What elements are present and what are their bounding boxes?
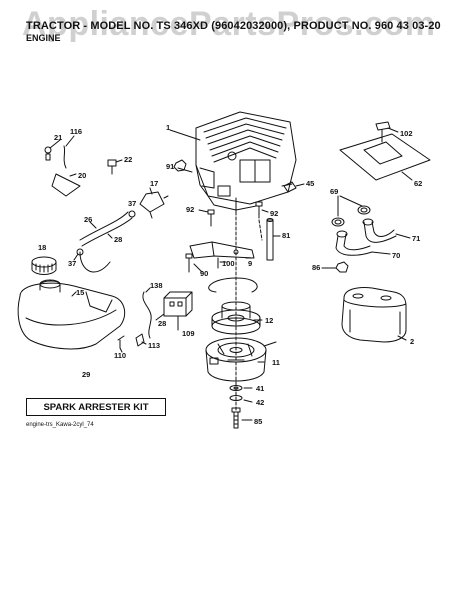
part-62-heat-shield[interactable]: [339, 133, 431, 181]
callout-15: 15: [76, 288, 84, 297]
callout-69: 69: [330, 187, 338, 196]
part-70-exhaust-pipe[interactable]: [335, 230, 373, 256]
part-17[interactable]: [139, 191, 169, 219]
part-26-fuel-line[interactable]: [79, 211, 133, 247]
part-113[interactable]: [135, 333, 145, 347]
part-86[interactable]: [335, 261, 349, 273]
part-85[interactable]: [231, 407, 241, 429]
part-21[interactable]: [44, 146, 52, 161]
callout-28-line: 28: [114, 235, 122, 244]
callout-21: 21: [54, 133, 62, 142]
part-41[interactable]: [229, 385, 243, 391]
callout-62: 62: [414, 179, 422, 188]
part-109-relay[interactable]: [163, 291, 193, 317]
callout-86: 86: [312, 263, 320, 272]
part-92-left[interactable]: [207, 209, 215, 227]
callout-85: 85: [254, 417, 262, 426]
callout-100: 100: [222, 259, 235, 268]
callout-138: 138: [150, 281, 163, 290]
callout-116: 116: [70, 127, 82, 136]
callout-41: 41: [256, 384, 264, 393]
callout-71: 71: [412, 234, 420, 243]
callout-37-lower: 37: [68, 259, 76, 268]
part-15-fuel-tank[interactable]: [17, 279, 126, 350]
part-11-clutch[interactable]: [205, 337, 277, 382]
part-91[interactable]: [173, 159, 187, 172]
engine-part[interactable]: [195, 111, 297, 213]
spark-arrester-kit-number: 29: [82, 370, 91, 379]
callout-92-left: 92: [186, 205, 194, 214]
diagram-footnote: engine-trs_Kawa-2cyl_74: [26, 422, 94, 428]
part-138-wire[interactable]: [142, 291, 152, 339]
callout-90: 90: [200, 269, 208, 278]
callout-70: 70: [392, 251, 400, 260]
part-22[interactable]: [107, 159, 117, 175]
callout-113: 113: [148, 341, 160, 350]
callout-109: 109: [182, 329, 195, 338]
callout-42: 42: [256, 398, 264, 407]
callout-1: 1: [166, 123, 170, 132]
spark-arrester-kit-box[interactable]: SPARK ARRESTER KIT: [26, 398, 166, 416]
callout-45: 45: [306, 179, 314, 188]
callout-102: 102: [400, 129, 413, 138]
part-71-exhaust-pipe[interactable]: [362, 218, 397, 243]
callout-2: 2: [410, 337, 414, 346]
part-18-fuel-cap[interactable]: [31, 256, 57, 275]
callout-91: 91: [166, 162, 174, 171]
part-37-clamp[interactable]: [128, 210, 136, 218]
callout-20: 20: [78, 171, 86, 180]
spark-arrester-kit-label: SPARK ARRESTER KIT: [43, 401, 149, 413]
part-2-muffler[interactable]: [341, 287, 407, 343]
callout-26: 26: [84, 215, 92, 224]
callout-9: 9: [248, 259, 252, 268]
callout-18: 18: [38, 243, 46, 252]
part-28-fuel-line[interactable]: [79, 251, 111, 273]
part-9-bracket[interactable]: [189, 241, 255, 259]
part-12-pulley[interactable]: [211, 301, 261, 335]
callout-37-upper: 37: [128, 199, 136, 208]
callout-110: 110: [114, 351, 126, 360]
part-90[interactable]: [185, 253, 193, 273]
callout-92-right: 92: [270, 209, 278, 218]
callout-81: 81: [282, 231, 290, 240]
callout-17: 17: [150, 179, 158, 188]
part-92-right[interactable]: [255, 201, 263, 219]
part-81[interactable]: [266, 218, 274, 261]
part-69-gasket[interactable]: [331, 205, 371, 227]
callout-12: 12: [265, 316, 273, 325]
part-110[interactable]: [117, 335, 125, 349]
diagram-subtitle: ENGINE: [26, 33, 61, 43]
diagram-title: TRACTOR - MODEL NO. TS 346XD (9604203200…: [26, 20, 441, 32]
part-45[interactable]: [283, 181, 305, 193]
callout-28: 28: [158, 319, 166, 328]
callout-11: 11: [272, 358, 280, 367]
part-42[interactable]: [229, 395, 243, 401]
part-102[interactable]: [375, 121, 391, 143]
part-116[interactable]: [51, 145, 81, 197]
callout-22: 22: [124, 155, 132, 164]
